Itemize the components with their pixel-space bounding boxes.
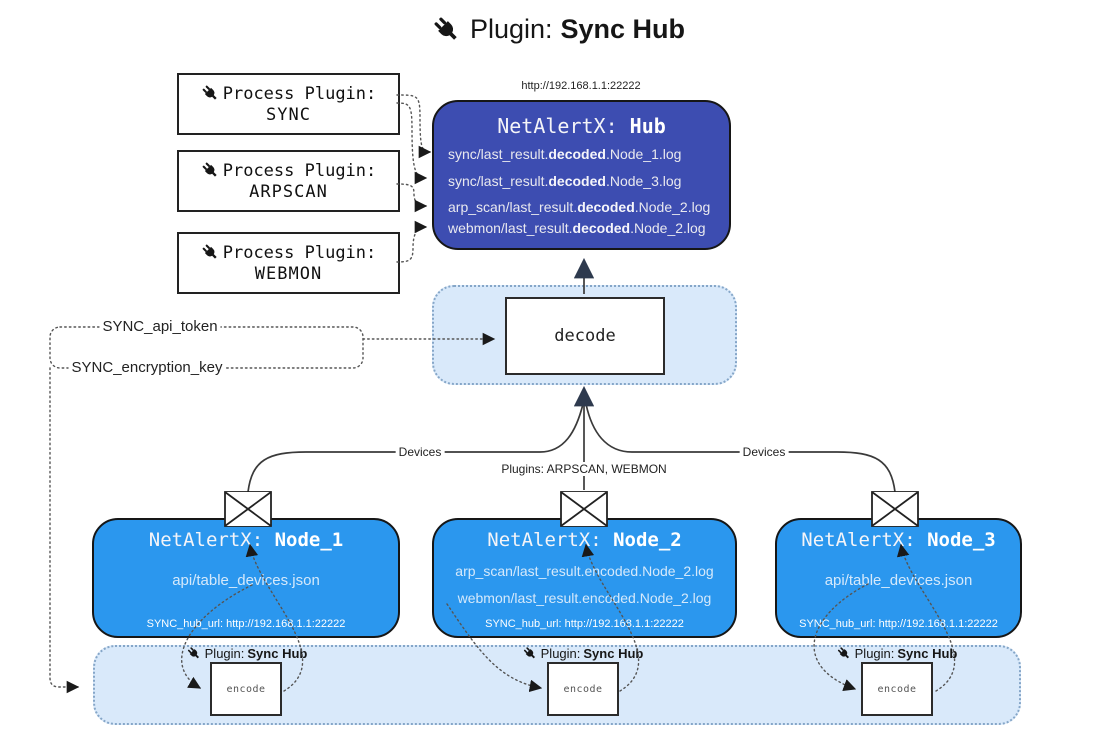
log-post: .Node_2.log: [630, 220, 706, 236]
node-box-node1: NetAlertX: Node_1 api/table_devices.json…: [92, 518, 400, 638]
hub-log-line: sync/last_result.decoded.Node_1.log: [448, 146, 681, 162]
node-title-prefix: NetAlertX:: [148, 529, 264, 551]
process-plugin-box-webmon: Process Plugin: WEBMON: [177, 232, 400, 294]
process-plugin-label: Process Plugin:: [222, 160, 377, 181]
title-name: Sync Hub: [560, 14, 686, 44]
node-hub-url: SYNC_hub_url: http://192.168.1.1:22222: [146, 618, 346, 630]
strip-plugin-prefix: Plugin:: [854, 646, 895, 661]
node-title: NetAlertX: Node_2: [434, 529, 735, 551]
strip-plugin-name: Sync Hub: [897, 646, 958, 661]
encode-box: encode: [547, 662, 619, 716]
node-box-node3: NetAlertX: Node_3 api/table_devices.json…: [775, 518, 1022, 638]
edge-keys-to-strip: [49, 367, 80, 694]
plug-icon: [432, 15, 462, 45]
node-file: api/table_devices.json: [172, 572, 320, 589]
node-title-prefix: NetAlertX:: [487, 529, 602, 551]
devices-right-label: Devices: [739, 445, 789, 459]
plug-icon: [201, 243, 220, 262]
hub-log-line: webmon/last_result.decoded.Node_2.log: [448, 220, 706, 236]
process-plugin-box-sync: Process Plugin: SYNC: [177, 73, 400, 135]
hub-log-line: sync/last_result.decoded.Node_3.log: [448, 173, 681, 189]
strip-plugin-prefix: Plugin:: [204, 646, 245, 661]
hub-url-label: http://192.168.1.1:22222: [521, 80, 641, 92]
plug-icon: [187, 646, 202, 661]
hub-box: NetAlertX: Hub sync/last_result.decoded.…: [432, 100, 731, 250]
strip-plugin-label: Plugin: Sync Hub: [187, 646, 308, 661]
node-box-node2: NetAlertX: Node_2 arp_scan/last_result.e…: [432, 518, 737, 638]
edge-sync-to-log1: [396, 94, 432, 159]
plug-icon: [201, 161, 220, 180]
node-hub-url: SYNC_hub_url: http://192.168.1.1:22222: [485, 618, 684, 630]
decode-label: decode: [554, 326, 616, 346]
node-file: arp_scan/last_result.encoded.Node_2.log: [455, 563, 714, 579]
sync-encryption-key-label: SYNC_encryption_key: [68, 359, 226, 376]
strip-plugin-label: Plugin: Sync Hub: [523, 646, 644, 661]
process-plugin-name: ARPSCAN: [249, 181, 328, 202]
log-post: .Node_2.log: [634, 199, 711, 215]
node-hub-url: SYNC_hub_url: http://192.168.1.1:22222: [799, 618, 998, 630]
process-plugin-label-row: Process Plugin:: [201, 160, 377, 181]
log-bold: decoded: [548, 146, 606, 162]
decode-box: decode: [505, 297, 665, 375]
hub-title-name: Hub: [629, 114, 666, 138]
plugins-mid-label: Plugins: ARPSCAN, WEBMON: [498, 462, 670, 476]
log-pre: sync/last_result.: [448, 173, 549, 189]
encode-box: encode: [861, 662, 933, 716]
strip-plugin-name: Sync Hub: [247, 646, 308, 661]
node-title: NetAlertX: Node_1: [94, 529, 398, 551]
encode-label: encode: [226, 683, 266, 695]
process-plugin-label-row: Process Plugin:: [201, 242, 377, 263]
title-prefix: Plugin:: [469, 14, 553, 44]
edge-webmon-to-log4: [396, 220, 428, 263]
hub-title-prefix: NetAlertX:: [497, 114, 618, 138]
encode-label: encode: [563, 683, 603, 695]
edge-nodes-to-decode: [247, 385, 896, 493]
plug-icon: [837, 646, 852, 661]
edge-arpscan-to-log3: [396, 183, 428, 213]
node-title-name: Node_3: [927, 529, 996, 551]
devices-left-label: Devices: [395, 445, 445, 459]
log-pre: arp_scan/last_result.: [448, 199, 578, 215]
encode-box: encode: [210, 662, 282, 716]
edge-sync-to-log2: [396, 102, 428, 185]
plug-icon: [523, 646, 538, 661]
log-bold: decoded: [548, 173, 606, 189]
process-plugin-box-arpscan: Process Plugin: ARPSCAN: [177, 150, 400, 212]
encode-label: encode: [877, 683, 917, 695]
strip-plugin-label: Plugin: Sync Hub: [837, 646, 958, 661]
node-file: api/table_devices.json: [824, 572, 973, 589]
node-file: webmon/last_result.encoded.Node_2.log: [457, 590, 712, 606]
log-pre: webmon/last_result.: [448, 220, 573, 236]
process-plugin-label: Process Plugin:: [222, 83, 377, 104]
page-title: Plugin: Sync Hub: [0, 14, 1117, 45]
process-plugin-name: SYNC: [266, 104, 311, 125]
process-plugin-label: Process Plugin:: [222, 242, 377, 263]
log-post: .Node_3.log: [605, 173, 682, 189]
log-pre: sync/last_result.: [448, 146, 549, 162]
log-bold: decoded: [577, 199, 635, 215]
node-title: NetAlertX: Node_3: [777, 529, 1020, 551]
node-title-prefix: NetAlertX:: [801, 529, 916, 551]
sync-api-token-label: SYNC_api_token: [99, 318, 221, 335]
hub-title: NetAlertX: Hub: [434, 114, 729, 138]
node-title-name: Node_2: [613, 529, 682, 551]
node-title-name: Node_1: [274, 529, 344, 551]
plug-icon: [201, 84, 220, 103]
strip-plugin-prefix: Plugin:: [540, 646, 581, 661]
process-plugin-label-row: Process Plugin:: [201, 83, 377, 104]
process-plugin-name: WEBMON: [254, 263, 323, 284]
log-post: .Node_1.log: [605, 146, 682, 162]
strip-plugin-name: Sync Hub: [583, 646, 644, 661]
log-bold: decoded: [572, 220, 631, 236]
hub-log-line: arp_scan/last_result.decoded.Node_2.log: [448, 199, 710, 215]
